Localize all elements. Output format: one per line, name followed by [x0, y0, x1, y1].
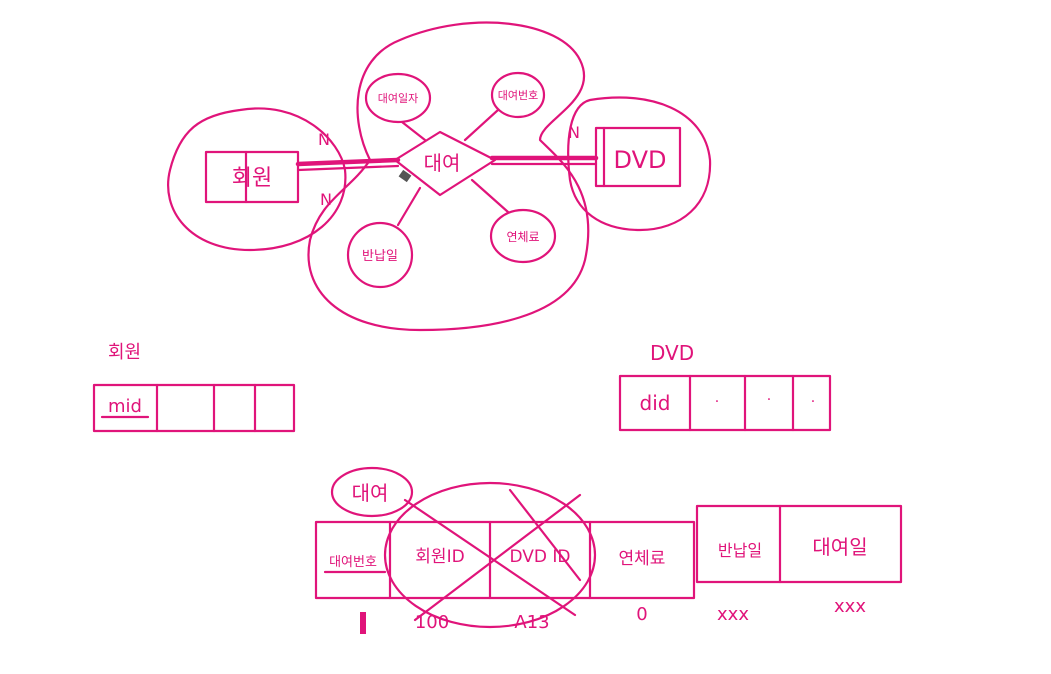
rental-col-late-fee: 연체료 [619, 549, 666, 569]
attr-rental-no-label: 대여번호 [498, 89, 538, 102]
attr-rental-no-ellipse [490, 71, 546, 119]
relationship-group-outline [307, 21, 590, 332]
fk-group-circle [383, 481, 597, 629]
attr-rental-date-link [400, 120, 427, 142]
fk-cross-line-1 [403, 498, 577, 617]
attr-rental-date-label: 대여일자 [378, 91, 418, 105]
rental-table-outline-ext [695, 504, 903, 584]
fk-cross-line-2 [413, 493, 582, 622]
rental-table-title: 대여 [352, 481, 389, 505]
rental-col-member-id: 회원ID [415, 547, 464, 567]
attr-late-fee-label: 연체료 [506, 230, 539, 244]
member-rental-link [295, 157, 401, 167]
rental-col-dvd-id: DVD ID [509, 547, 570, 567]
cardinality-dvd: N [568, 123, 580, 142]
sample-value-return-date: xxx [717, 604, 749, 625]
attr-late-fee-ellipse [489, 208, 557, 264]
member-entity-box [204, 150, 300, 204]
rental-relationship-label: 대여 [424, 151, 461, 175]
sample-value-member-id: 100 [415, 612, 449, 633]
member-table-col-mid: mid [108, 396, 142, 417]
rental-table-outline-main [314, 520, 696, 600]
attr-rental-no-link [463, 108, 500, 142]
rental-table-title-circle [330, 466, 414, 518]
cardinality-member-bottom: N [320, 190, 332, 209]
member-table-title: 회원 [108, 342, 141, 363]
dvd-table-outline [618, 374, 832, 432]
attr-rental-date-ellipse [364, 72, 432, 124]
member-group-outline [167, 107, 347, 252]
dvd-table-col-3: · [767, 392, 771, 408]
dvd-table-title: DVD [650, 341, 694, 365]
attr-return-date-link [396, 186, 422, 227]
sample-value-rental-date: xxx [834, 596, 866, 617]
sample-value-late-fee: 0 [636, 604, 647, 625]
attr-late-fee-link [470, 178, 510, 214]
attr-return-date-ellipse [346, 221, 414, 289]
cardinality-member-top: N [318, 130, 330, 149]
member-rental-link-2 [296, 164, 400, 172]
rental-col-return-date: 반납일 [718, 541, 762, 560]
attr-return-date-label: 반납일 [362, 249, 398, 264]
dvd-table-col-did: did [640, 391, 671, 415]
dvd-table-col-2: · [715, 394, 719, 410]
pencil-cursor-icon [398, 169, 412, 183]
rental-table: 대여번호 회원ID DVD ID 연체료 반납일 대여일 [314, 481, 903, 629]
dvd-table: did · · · [618, 374, 832, 432]
member-table: mid [92, 383, 296, 433]
rental-col-rental-no: 대여번호 [329, 555, 377, 570]
fk-cross-line-3 [508, 488, 582, 582]
member-entity-label: 회원 [232, 166, 272, 191]
rental-no-mark [360, 612, 366, 634]
sample-value-dvd-id: A13 [514, 612, 549, 633]
rental-col-rental-date: 대여일 [812, 535, 867, 559]
dvd-entity-label: DVD [614, 146, 667, 174]
dvd-table-col-4: · [811, 394, 815, 410]
member-table-outline [92, 383, 296, 433]
